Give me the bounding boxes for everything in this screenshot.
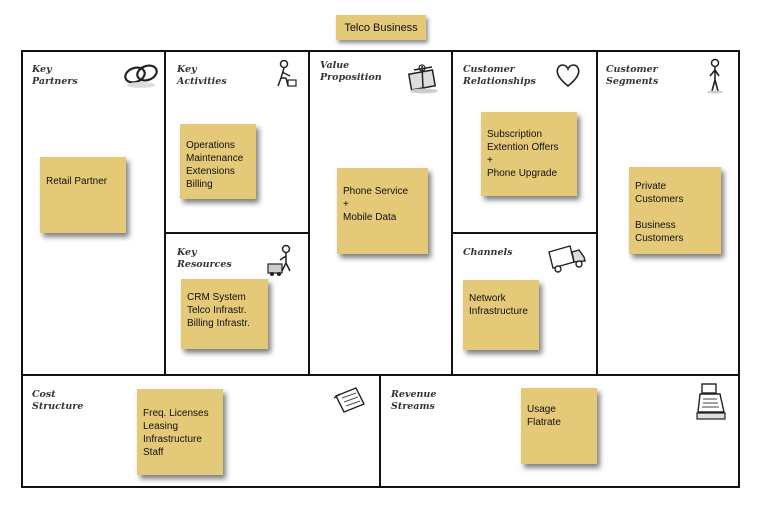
sticky-note: Retail Partner [40, 157, 126, 233]
divider [308, 50, 310, 375]
title-note: Telco Business [336, 15, 426, 40]
key-activities-label: Key Activities [177, 64, 227, 87]
gift-icon [404, 62, 442, 94]
worker-icon [268, 58, 300, 90]
key-partners-label: Key Partners [32, 64, 78, 87]
factory-worker-icon [264, 242, 300, 278]
heart-icon [554, 62, 582, 88]
customer-segments-label: Customer Segments [606, 64, 659, 87]
divider [164, 232, 310, 234]
chain-links-icon [122, 60, 160, 90]
revenue-streams-label: Revenue Streams [391, 389, 437, 412]
divider [451, 232, 598, 234]
key-resources-label: Key Resources [177, 247, 232, 270]
sticky-note: Subscription Extention Offers + Phone Up… [481, 112, 577, 196]
sticky-note: Operations Maintenance Extensions Billin… [180, 124, 256, 199]
sticky-note: Phone Service + Mobile Data [337, 168, 428, 254]
divider [164, 50, 166, 375]
sticky-note: CRM System Telco Infrastr. Billing Infra… [181, 279, 268, 349]
truck-icon [546, 242, 588, 276]
cash-register-icon [694, 382, 728, 422]
sticky-note: Private Customers Business Customers [629, 167, 721, 254]
sticky-note: Network Infrastructure [463, 280, 539, 350]
divider [596, 50, 598, 375]
sticky-note: Usage Flatrate [521, 388, 597, 464]
sticky-note: Freq. Licenses Leasing Infrastructure St… [137, 389, 223, 475]
customer-relationships-label: Customer Relationships [463, 64, 536, 87]
cost-structure-label: Cost Structure [32, 389, 84, 412]
channels-label: Channels [463, 247, 513, 258]
divider [451, 50, 453, 375]
person-icon [704, 58, 726, 94]
value-proposition-label: Value Proposition [320, 60, 382, 83]
receipt-icon [332, 384, 368, 414]
divider [379, 374, 381, 488]
